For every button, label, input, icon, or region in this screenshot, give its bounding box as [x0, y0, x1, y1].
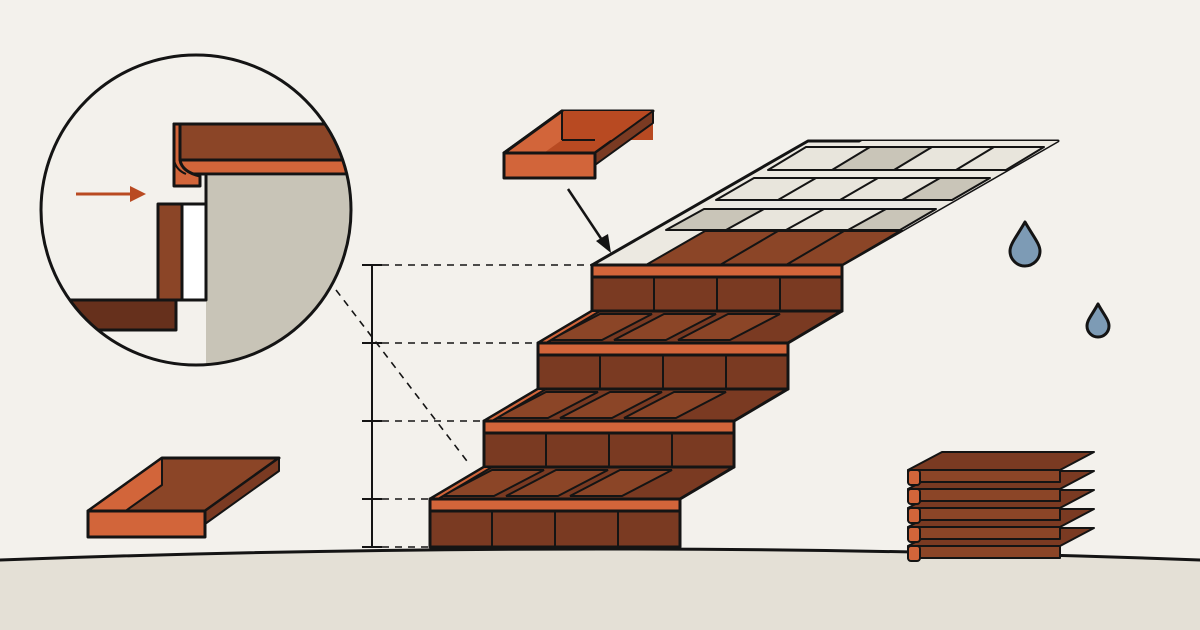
stair-step-2: [536, 309, 844, 391]
insertion-arrow-icon: [76, 186, 146, 202]
stacked-treads-icon: [907, 451, 1095, 562]
loose-stair-tread-icon: [502, 109, 655, 180]
tile-grid-icon: [590, 139, 1060, 267]
loose-stair-tread-icon: [86, 456, 281, 539]
level-marker-icon: [335, 264, 592, 548]
staircase: [428, 139, 1060, 549]
ground: [0, 547, 1200, 630]
stair-step-4: [428, 465, 736, 549]
stair-step-3: [482, 387, 790, 469]
water-drop-icon: [1085, 302, 1111, 339]
pointer-arrow-icon: [566, 188, 611, 253]
water-drop-icon: [1008, 220, 1042, 268]
stair-step-1: [590, 263, 844, 313]
zoom-lens-icon: [39, 53, 353, 367]
